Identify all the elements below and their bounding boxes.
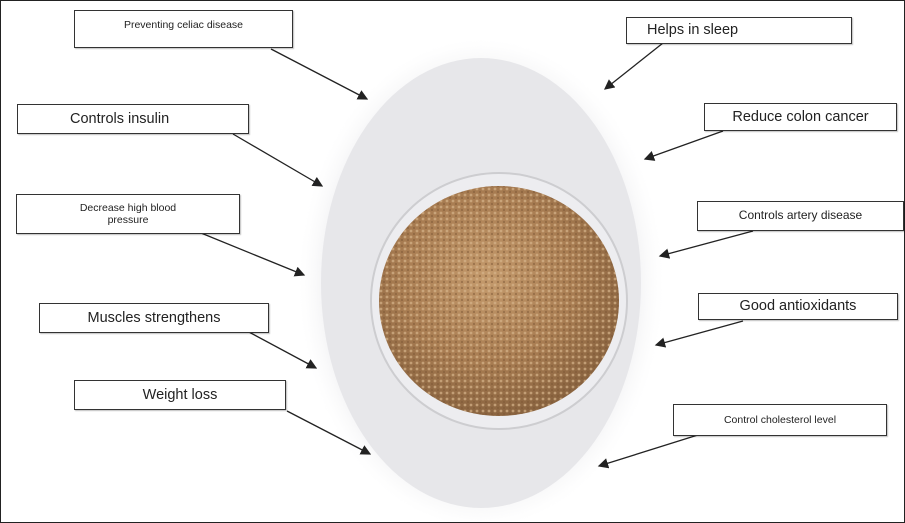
label-controls-insulin: Controls insulin	[17, 104, 249, 134]
label-good-antioxidants: Good antioxidants	[698, 293, 898, 320]
label-muscles-strengthens: Muscles strengthens	[39, 303, 269, 333]
label-reduce-colon-cancer: Reduce colon cancer	[704, 103, 897, 131]
label-preventing-celiac: Preventing celiac disease	[74, 10, 293, 48]
label-controls-artery-disease: Controls artery disease	[697, 201, 904, 231]
label-helps-sleep: Helps in sleep	[626, 17, 852, 44]
label-control-cholesterol: Control cholesterol level	[673, 404, 887, 436]
grain-texture	[379, 186, 619, 416]
label-weight-loss: Weight loss	[74, 380, 286, 410]
label-decrease-blood-pressure: Decrease high blood pressure	[16, 194, 240, 234]
